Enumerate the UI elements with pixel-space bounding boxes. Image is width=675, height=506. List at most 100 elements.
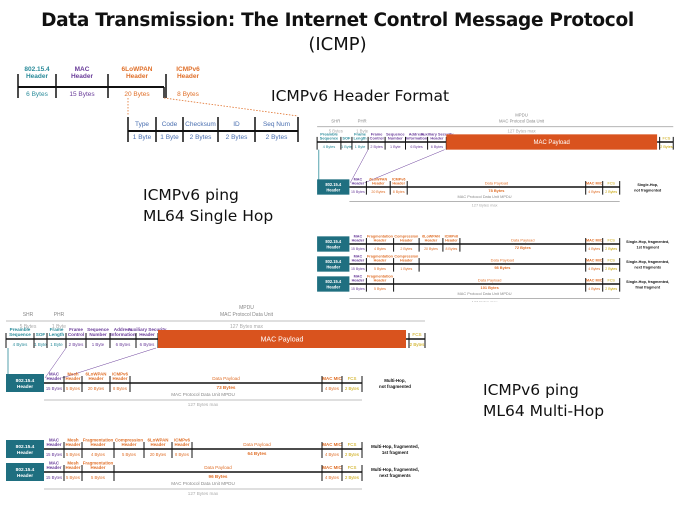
row-field-name: Header (66, 465, 81, 470)
row-fcs-size: 2 Bytes (605, 247, 617, 251)
row-note: Multi-Hop, (384, 378, 405, 383)
row-field-name: Header (91, 465, 106, 470)
row-field-size: 8 Bytes (175, 452, 189, 457)
frame-field-name: Auxiliary Security (420, 131, 454, 136)
row-lead-label: Header (326, 284, 340, 289)
row-fcs-size: 2 Bytes (345, 452, 359, 457)
row-note: Multi-Hop, fragmented, (371, 467, 419, 472)
row-field-name: Header (352, 181, 365, 185)
row-lead-label: 802.15.4 (16, 467, 35, 473)
row-field-size: 5 Bytes (374, 267, 386, 271)
row-mic-label: MAC MIC (322, 442, 342, 447)
row-payload-size: 98 Bytes (494, 265, 511, 270)
caption-multi-hop-line1: ICMPv6 ping (483, 381, 579, 399)
row-note: Single-Hop, fragmented, (626, 280, 669, 284)
row-field-size: 1 Bytes (400, 267, 412, 271)
row-payload-label: Data Payload (204, 465, 232, 470)
mpdu-summary-label: MAC Protocol Data Unit MPDU (171, 392, 235, 397)
row-lead-label: 802.15.4 (325, 259, 342, 264)
row-fcs-label: FCS (607, 181, 615, 185)
row-field-name: MAC (354, 255, 363, 259)
frame-field-size: 6 Bytes (410, 145, 423, 149)
row-field-size: 2 Bytes (400, 247, 412, 251)
row-field-name: Header (400, 238, 413, 242)
mpdu-size: 127 Bytes max (507, 129, 536, 134)
row-fcs-label: FCS (607, 238, 615, 242)
frame-field-name: Header (139, 332, 155, 337)
row-field-name: Fragmentation (83, 437, 114, 442)
row-field-size: 15 Bytes (351, 267, 365, 271)
frame-field-name: Preamble (10, 327, 31, 332)
row-field-size: 5 Bytes (66, 386, 80, 391)
mpdu-label: MPDU (239, 305, 254, 311)
row-lead-label: Header (17, 450, 33, 456)
row-field-name: ICMPv6 (445, 235, 459, 239)
shr-size: 5 Bytes (329, 129, 343, 134)
row-mic-size: 4 Bytes (325, 475, 339, 480)
caption-single-hop-line2: ML64 Single Hop (143, 207, 274, 225)
row-mic-label: MAC MIC (586, 238, 603, 242)
icmp-field-name: ID (233, 121, 240, 128)
icmp-field-size: 1 Byte (160, 134, 179, 141)
row-field-name: MAC (354, 235, 363, 239)
mpdu-size: 127 Bytes max (230, 324, 264, 330)
slide-subtitle: (ICMP) (308, 34, 367, 55)
row-field-size: 15 Bytes (351, 190, 365, 194)
caption-header-format: ICMPv6 Header Format (271, 87, 450, 105)
row-payload-size: 73 Bytes (217, 385, 236, 390)
row-field-name: 6LoWPAN (148, 437, 169, 442)
row-mic-size: 4 Bytes (588, 190, 600, 194)
row-field-size: 15 Bytes (46, 452, 62, 457)
frame-field-name: Frame (354, 131, 367, 136)
row-field-size: 20 Bytes (88, 386, 104, 391)
stack-header-label: Header (71, 73, 94, 80)
stack-header-label: MAC (75, 66, 90, 73)
frame-field-size: 4 Bytes (323, 145, 336, 149)
row-field-name: MAC (354, 178, 363, 182)
connector (44, 347, 67, 379)
icmp-field-name: Seq Num (263, 121, 290, 128)
row-field-name: Fragmentation (367, 255, 394, 259)
mpdu-sublabel: MAC Protocol Data Unit (220, 312, 274, 318)
mpdu-sublabel: MAC Protocol Data Unit (499, 118, 545, 123)
row-field-size: 5 Bytes (374, 287, 386, 291)
row-field-name: Header (374, 238, 387, 242)
row-note: not fragmented (634, 188, 662, 192)
row-field-size: 5 Bytes (66, 452, 80, 457)
row-note: Single-Hop, fragmented, (626, 260, 669, 264)
row-lead-block (6, 463, 44, 481)
shr-label: SHR (23, 312, 34, 318)
frame-field-name: Length (354, 135, 368, 140)
row-field-name: Header (352, 258, 365, 262)
row-fcs-size: 2 Bytes (345, 386, 359, 391)
row-fcs-label: FCS (348, 376, 357, 381)
frame-field-size: 1 Byte (34, 342, 47, 347)
frame-field-name: Sequence (320, 135, 339, 140)
row-note: next fragments (379, 473, 411, 478)
stack-header-size: 8 Bytes (177, 91, 199, 98)
frame-field-name: Control (370, 135, 384, 140)
row-payload-size: 78 Bytes (488, 188, 505, 193)
row-field-name: Mesh (67, 371, 79, 376)
row-field-name: Fragmentation (83, 460, 114, 465)
caption-single-hop: ICMPv6 ping ML64 Single Hop (143, 185, 273, 227)
row-mic-label: MAC MIC (586, 278, 603, 282)
row-field-name: Header (66, 442, 81, 447)
row-note: not fragmented (379, 384, 411, 389)
row-field-size: 15 Bytes (351, 287, 365, 291)
connector (364, 149, 445, 183)
icmp-field-size: 2 Bytes (266, 134, 288, 141)
row-field-name: Fragmentation (367, 235, 394, 239)
frame-field-name: Auxiliary Security (128, 327, 167, 332)
caption-multi-hop-line2: ML64 Multi-Hop (483, 402, 605, 420)
row-field-name: Compression (394, 255, 419, 259)
row-field-name: MAC (49, 460, 60, 465)
row-field-name: ICMPv6 (112, 371, 128, 376)
row-note: final fragment (635, 285, 660, 289)
frame-field-size: 6 Bytes (116, 342, 131, 347)
mpdu-summary-size: 127 Bytes max (188, 402, 219, 407)
row-note: Single-Hop, fragmented, (626, 240, 669, 244)
row-field-name: ICMPv6 (174, 437, 190, 442)
